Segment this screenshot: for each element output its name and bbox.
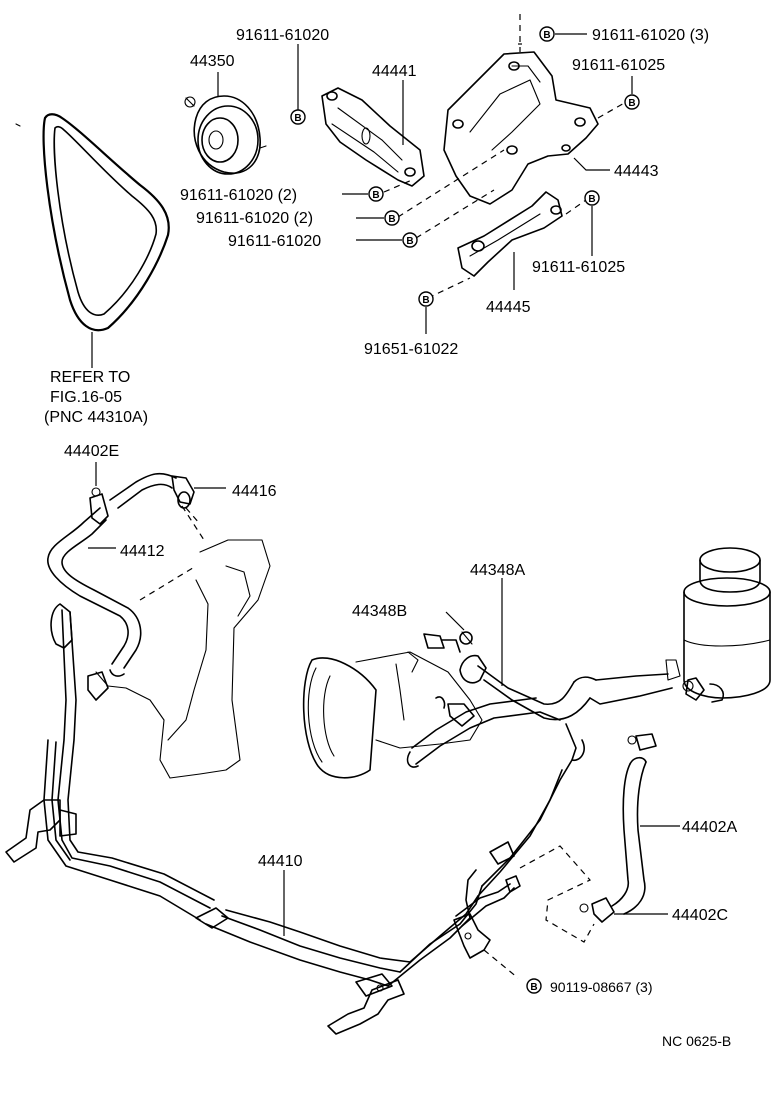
label-44445: 44445 [486,299,531,316]
svg-text:B: B [543,30,550,41]
bolt-symbol-b4: B [342,186,384,202]
tube-44410 [43,609,573,987]
label-44441: 44441 [372,63,417,80]
label-91651-61022: 91651-61022 [364,341,458,358]
svg-text:B: B [388,214,395,225]
hose-44416 [109,472,226,525]
bolt-symbol-b3: B [624,76,640,110]
label-44412: 44412 [120,543,165,560]
refer-note-line2: FIG.16-05 [50,389,122,406]
steering-gear-box [95,505,271,779]
label-91611-61020-2b: 91611-61020 (2) [196,210,313,227]
refer-note-line3: (PNC 44310A) [44,409,148,426]
bolt-symbol-b5: B [356,210,400,226]
label-44350: 44350 [190,53,235,70]
bolt-symbol-b8: B [418,291,434,334]
label-44416: 44416 [232,483,277,500]
label-91611-61020-2a: 91611-61020 (2) [180,187,297,204]
hose-44402A [611,733,680,915]
label-91611-61020-a: 91611-61020 [236,27,329,44]
label-44402C: 44402C [672,907,728,924]
label-44443: 44443 [614,163,659,180]
figure-code: NC 0625-B [662,1033,731,1049]
svg-text:B: B [406,236,413,247]
svg-text:B: B [530,982,537,993]
bolt-symbol-b2: B [539,26,587,42]
label-44402A: 44402A [682,819,737,836]
label-44410: 44410 [258,853,303,870]
clamp-44402E [89,462,109,525]
label-44402E: 44402E [64,443,119,460]
hose-44348A [406,578,673,768]
idler-pulley [184,72,267,175]
label-91611-61025-a: 91611-61025 [572,57,665,74]
svg-text:B: B [422,295,429,306]
label-44348A: 44348A [470,562,525,579]
label-90119-08667: 90119-08667 (3) [550,979,652,995]
reservoir [665,547,771,703]
brace-44445 [457,191,563,290]
hose-44348B [445,611,487,684]
dashed-bolt-lines-top [383,14,627,299]
v-belt [15,113,170,368]
bolt-symbol-b7: B [584,190,600,256]
bracket-44443 [443,51,610,205]
label-91611-61025-b: 91611-61025 [532,259,625,276]
label-44348B: 44348B [352,603,407,620]
refer-note-line1: REFER TO [50,369,130,386]
bolt-symbol-b1: B [290,44,306,125]
bolt-symbol-b9: B [483,949,542,994]
bolt-symbol-b6: B [356,232,418,248]
dashed-box-44402C [519,845,595,943]
clamp-44402C [579,897,668,923]
svg-text:B: B [294,113,301,124]
power-steering-pump [302,633,483,779]
svg-text:B: B [588,194,595,205]
hose-44412 [47,507,142,677]
label-91611-61020-3: 91611-61020 (3) [592,27,709,44]
bracket-44441 [321,80,425,187]
svg-text:B: B [628,98,635,109]
svg-text:B: B [372,190,379,201]
tube-brackets [5,603,491,1035]
label-91611-61020-b: 91611-61020 [228,233,321,250]
